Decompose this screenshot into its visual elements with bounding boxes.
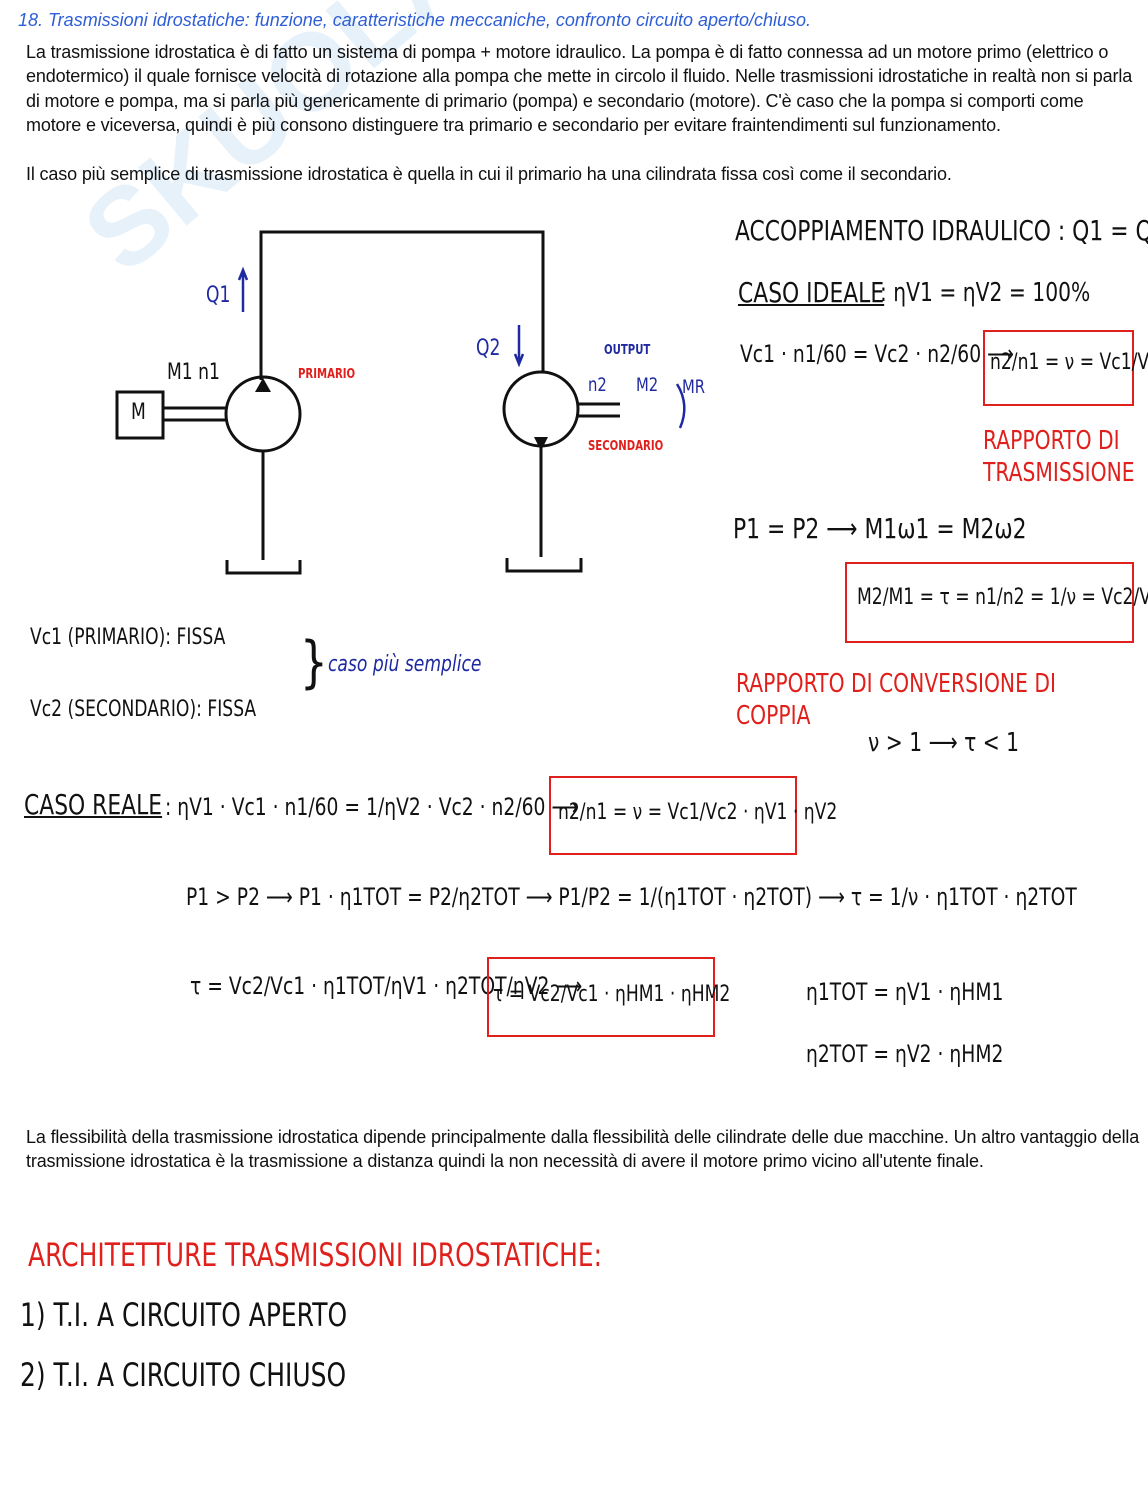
mr-label: MR [682, 376, 706, 398]
architetture-heading: ARCHITETTURE TRASMISSIONI IDROSTATICHE: [28, 1236, 603, 1274]
rapporto-trasmissione: RAPPORTO DI TRASMISSIONE [983, 426, 1135, 488]
eta2-equation: η2TOT = ηV2 · ηHM2 [806, 1040, 1004, 1068]
n2-label: n2 [588, 374, 607, 396]
eta1-equation: η1TOT = ηV1 · ηHM1 [806, 978, 1004, 1006]
page-title: 18. Trasmissioni idrostatiche: funzione,… [18, 10, 812, 30]
nu-tau-relation: ν > 1 ⟶ τ < 1 [868, 728, 1020, 758]
vc1-note: Vc1 (PRIMARIO): FISSA [30, 625, 226, 650]
power-equation: P1 = P2 ⟶ M1ω1 = M2ω2 [733, 512, 1027, 545]
caso-reale-heading: CASO REALE [24, 788, 163, 821]
ratio-box [983, 330, 1134, 406]
outro-paragraph: La flessibilità della trasmissione idros… [26, 1127, 1140, 1172]
architettura-item-1: 1) T.I. A CIRCUITO APERTO [20, 1296, 348, 1334]
q2-label: Q2 [476, 336, 501, 361]
caso-reale-equation: : ηV1 · Vc1 · n1/60 = 1/ηV2 · Vc2 · n2/6… [165, 793, 579, 821]
tau-box [487, 957, 715, 1037]
rapporto-conversione: RAPPORTO DI CONVERSIONE DI COPPIA [736, 669, 1056, 731]
intro-paragraph-2: Il caso più semplice di trasmissione idr… [26, 164, 952, 184]
tau-equation: τ = Vc2/Vc1 · η1TOT/ηV1 · η2TOT/ηV2 ⟶ [190, 972, 583, 1000]
tau-box-text: τ = Vc2/Vc1 · ηHM1 · ηHM2 [493, 982, 731, 1007]
motor-label: M [131, 400, 146, 425]
torque-ratio-text: M2/M1 = τ = n1/n2 = 1/ν = Vc2/Vc1 [857, 585, 1148, 610]
real-ratio-text: n2/n1 = ν = Vc1/Vc2 · ηV1 · ηV2 [558, 800, 838, 825]
real-ratio-box [549, 776, 797, 855]
caso-semplice-note: caso più semplice [328, 652, 482, 677]
brace: } [300, 630, 328, 695]
torque-ratio-box [845, 562, 1134, 643]
power-loss-equation: P1 > P2 ⟶ P1 · η1TOT = P2/η2TOT ⟶ P1/P2 … [186, 883, 1077, 911]
hydrostatic-circuit-diagram [115, 230, 686, 575]
m1-n1-label: M1 n1 [167, 360, 220, 385]
caso-ideale-heading: CASO IDEALE [738, 276, 885, 309]
ratio-box-text: n2/n1 = ν = Vc1/Vc2 [990, 350, 1148, 375]
architettura-item-2: 2) T.I. A CIRCUITO CHIUSO [20, 1356, 347, 1394]
output-label: OUTPUT [604, 343, 651, 358]
m2-label: M2 [636, 374, 659, 396]
intro-paragraph: La trasmissione idrostatica è di fatto u… [26, 42, 1133, 135]
secondario-label: SECONDARIO [588, 439, 664, 454]
q1-label: Q1 [206, 283, 231, 308]
primario-label: PRIMARIO [298, 367, 356, 382]
caso-ideale-equation: : ηV1 = ηV2 = 100% [880, 278, 1091, 308]
flow-equation: Vc1 · n1/60 = Vc2 · n2/60 ⟶ [740, 340, 1014, 368]
accoppiamento-idraulico: ACCOPPIAMENTO IDRAULICO : Q1 = Q2 [735, 214, 1148, 247]
vc2-note: Vc2 (SECONDARIO): FISSA [30, 697, 257, 722]
